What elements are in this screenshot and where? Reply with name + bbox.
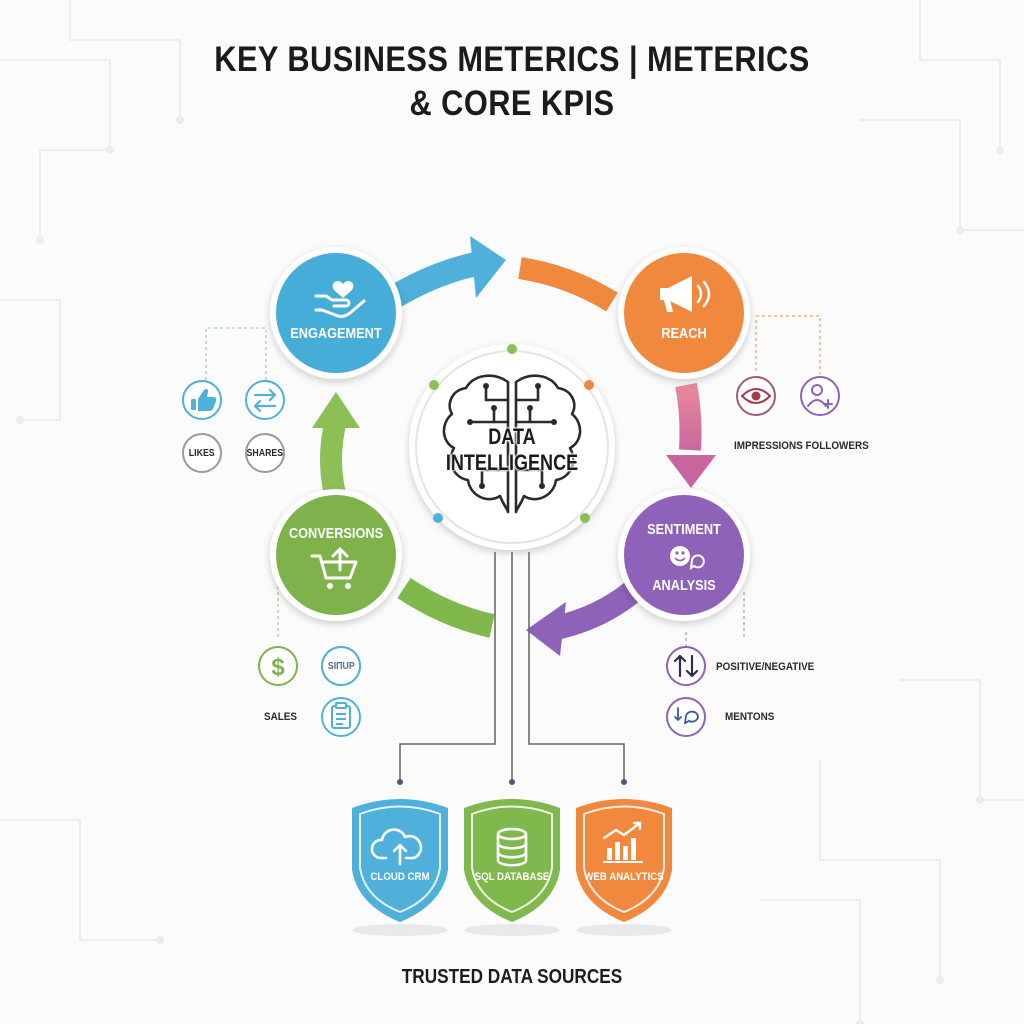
arrow-conversions-to-engagement — [320, 417, 347, 501]
source-web-analytics[interactable] — [576, 799, 672, 936]
reach-label: REACH — [661, 325, 707, 342]
shield-sql-database — [464, 799, 560, 922]
conversions-node[interactable] — [270, 489, 402, 621]
engagement-node[interactable] — [270, 247, 402, 379]
hub-dot-bottom-left — [433, 513, 443, 523]
signup-label: SIΠUP — [327, 660, 355, 672]
title-line-2: & CORE KPIS — [409, 84, 615, 123]
web-analytics-label: WEB ANALYTICS — [584, 871, 664, 883]
positive-negative-label: POSITIVE/NEGATIVE — [716, 661, 815, 673]
heart-icon — [332, 281, 354, 298]
title-line-1: KEY BUSINESS METERICS | METERICS — [214, 40, 810, 79]
engagement-connectors — [205, 327, 268, 380]
conversions-label: CONVERSIONS — [288, 525, 384, 542]
cart-arrow-icon — [310, 547, 358, 580]
clipboard-badge — [321, 697, 361, 737]
sound-waves-icon — [696, 280, 711, 308]
eye-icon — [740, 388, 772, 404]
cycle-arrows — [312, 236, 716, 656]
center-label: DATA INTELLIGENCE — [430, 424, 594, 476]
arrow-head-sentiment-to-center — [526, 602, 566, 656]
arrow-reach-to-sentiment — [675, 382, 702, 451]
arrow-sentiment-to-center — [553, 582, 640, 640]
signup-pill: SIΠUP — [321, 646, 361, 686]
bar-chart-icon — [602, 821, 643, 863]
followers-badge — [800, 376, 840, 416]
center-label-line-2: INTELLIGENCE — [445, 450, 579, 475]
arrow-head-reach-to-sentiment — [666, 455, 716, 488]
likes-badge — [182, 380, 222, 420]
hub-dot-top-right — [584, 380, 594, 390]
shares-pill: SHARES — [245, 433, 285, 473]
arrow-head-conversions-to-engagement — [312, 392, 360, 428]
impressions-followers-caption: IMPRESSIONS FOLLOWERS — [734, 440, 869, 452]
arrow-conversions-tail — [397, 577, 495, 638]
sentiment-label-line-2: ANALYSIS — [652, 577, 716, 594]
heart-hand-icon — [314, 294, 366, 318]
reach-circle — [624, 253, 744, 373]
reach-connectors — [755, 315, 821, 374]
shares-label: SHARES — [246, 447, 284, 459]
mentions-label: MENTONS — [725, 711, 775, 723]
cloud-upload-icon — [370, 828, 423, 866]
database-icon — [496, 827, 528, 867]
mentions-badge — [666, 697, 706, 737]
data-sources-footer: TRUSTED DATA SOURCES — [401, 966, 623, 988]
megaphone-icon — [660, 276, 692, 312]
smiley-chat-icon — [670, 546, 705, 571]
source-cloud-crm[interactable] — [352, 799, 448, 936]
cloud-crm-label: CLOUD CRM — [370, 871, 430, 883]
add-user-icon — [807, 384, 833, 409]
positive-negative-badge — [666, 646, 706, 686]
sentiment-label-line-1: SENTIMENT — [647, 521, 721, 538]
arrow-head-engagement-to-reach — [470, 236, 506, 298]
sentiment-connectors — [685, 592, 745, 648]
up-down-arrows-icon — [673, 654, 699, 678]
engagement-label: ENGAGEMENT — [290, 325, 382, 342]
thumbs-up-icon — [191, 388, 217, 411]
source-sql-database[interactable] — [464, 799, 560, 936]
likes-label: LIKES — [189, 447, 215, 459]
impressions-badge — [736, 376, 776, 416]
sales-badge — [258, 646, 298, 686]
likes-pill: LIKES — [182, 433, 222, 473]
page-title: KEY BUSINESS METERICS | METERICS & CORE … — [61, 38, 962, 126]
arrow-reach-tail — [518, 257, 618, 312]
sentiment-node[interactable] — [618, 489, 750, 621]
arrow-engagement-to-reach — [389, 250, 489, 307]
data-source-line-dots — [397, 779, 627, 785]
sales-label: SALES — [264, 711, 298, 723]
data-intelligence-hub — [409, 344, 615, 550]
data-source-lines — [399, 552, 625, 780]
sql-database-label: SQL DATABASE — [474, 871, 550, 883]
dollar-icon: $ — [271, 654, 285, 681]
brain-nodes — [467, 383, 557, 489]
clipboard-icon — [331, 702, 351, 729]
shares-badge — [245, 380, 285, 420]
shield-web-analytics — [576, 799, 672, 922]
center-label-line-1: DATA — [488, 424, 536, 449]
reach-node[interactable] — [618, 247, 750, 379]
hub-dot-bottom-right — [580, 513, 590, 523]
swap-arrows-icon — [253, 388, 277, 413]
hub-dot-top-left — [429, 380, 439, 390]
brain-circuit-icon — [442, 374, 582, 514]
hub-dot-top — [507, 344, 517, 354]
engagement-circle — [276, 253, 396, 373]
mention-chat-icon — [674, 707, 699, 725]
